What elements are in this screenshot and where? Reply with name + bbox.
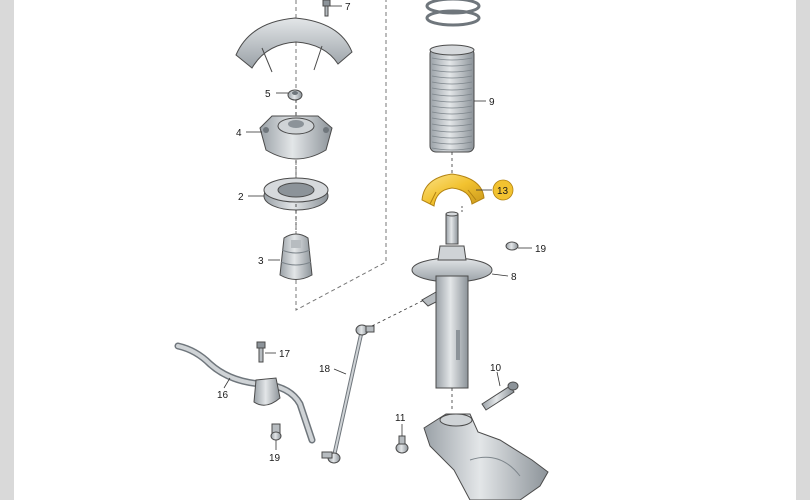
sleeve-rib — [431, 99, 473, 103]
sleeve-rib — [431, 93, 473, 97]
callout-3: 3 — [258, 256, 264, 267]
callout-9: 9 — [489, 97, 495, 108]
sleeve-rib — [431, 129, 473, 133]
bump-stop-3-part — [279, 233, 313, 280]
callout-10: 10 — [490, 363, 502, 374]
coupling-rod-18-part — [321, 324, 375, 464]
sleeve-rib — [431, 57, 473, 61]
sleeve-rib — [431, 135, 473, 139]
sleeve-rib — [431, 117, 473, 121]
protective-sleeve-9-part — [429, 44, 475, 153]
spring-seat-13-part — [421, 173, 485, 207]
nut-11-part — [395, 435, 409, 454]
bearing-2-part — [263, 177, 329, 211]
callout-13-highlight: 13 — [492, 179, 514, 201]
callout-4: 4 — [236, 128, 242, 139]
callout-17: 17 — [279, 349, 291, 360]
bolt-17-part — [256, 341, 266, 363]
bolt-10-part — [481, 381, 519, 411]
leader-lines — [223, 5, 532, 450]
callout-19-top: 19 — [535, 244, 547, 255]
coil-spring-part — [425, 0, 481, 27]
callout-11: 11 — [395, 413, 406, 424]
callout-19-bottom: 19 — [269, 453, 281, 464]
sleeve-rib — [431, 75, 473, 79]
callout-16: 16 — [217, 390, 229, 401]
nut-5-part — [287, 89, 303, 101]
sleeve-rib — [431, 147, 473, 151]
callout-7-top: 7 — [345, 2, 351, 13]
nut-19-lower-part — [270, 423, 282, 441]
sleeve-rib — [431, 105, 473, 109]
sleeve-rib — [431, 69, 473, 73]
dust-shield-part — [235, 17, 353, 73]
callout-5: 5 — [265, 89, 271, 100]
callout-18: 18 — [319, 364, 331, 375]
stabilizer-bar-16-part — [174, 342, 316, 444]
steering-knuckle-part — [423, 413, 549, 500]
shock-absorber-8-part — [411, 211, 493, 389]
callout-2: 2 — [238, 192, 244, 203]
sleeve-rib — [431, 63, 473, 67]
strut-mount-4-part — [259, 115, 333, 160]
diagram-sheet — [14, 0, 796, 500]
sleeve-rib — [431, 123, 473, 127]
sleeve-rib — [431, 141, 473, 145]
sleeve-rib — [431, 111, 473, 115]
nut-19-part — [505, 241, 519, 251]
callout-labels: 7 5 4 2 3 9 13 19 8 17 18 16 10 11 19 — [217, 2, 547, 464]
sleeve-rib — [431, 87, 473, 91]
callout-8: 8 — [511, 272, 517, 283]
callout-13: 13 — [497, 186, 509, 197]
sleeve-ribs — [431, 57, 473, 151]
bolt-7-top-part — [322, 0, 331, 17]
sleeve-rib — [431, 81, 473, 85]
